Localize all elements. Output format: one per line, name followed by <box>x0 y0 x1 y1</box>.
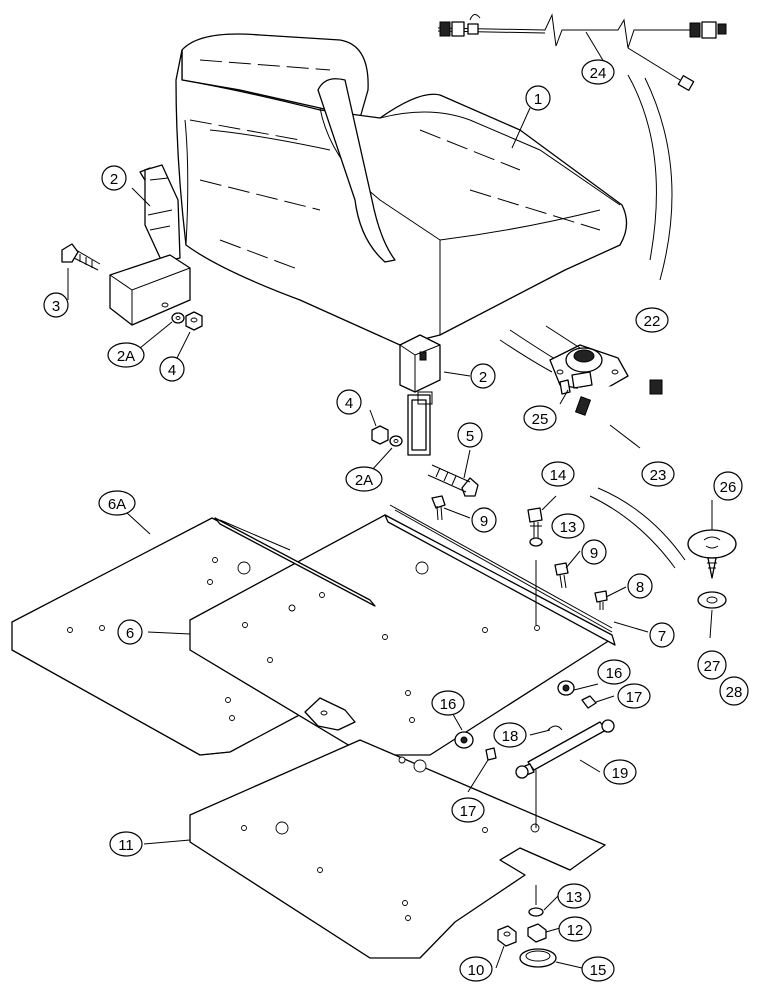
callout-26: 26 <box>713 471 743 501</box>
callout-6: 6 <box>117 619 143 645</box>
svg-text:22: 22 <box>644 313 661 330</box>
callout-13-lower: 13 <box>557 883 591 909</box>
svg-text:2: 2 <box>110 171 118 188</box>
callout-2-left: 2 <box>101 165 127 191</box>
svg-text:5: 5 <box>466 428 474 445</box>
callout-4-right: 4 <box>336 389 362 415</box>
svg-text:2: 2 <box>479 369 487 386</box>
callout-7: 7 <box>649 622 675 648</box>
svg-text:4: 4 <box>345 395 353 412</box>
svg-text:1: 1 <box>534 91 542 108</box>
seat-switch <box>549 344 663 456</box>
svg-text:27: 27 <box>704 658 721 675</box>
seat-cushion <box>175 33 628 346</box>
motion-line <box>644 77 673 281</box>
callout-11: 11 <box>109 831 143 857</box>
svg-text:13: 13 <box>560 519 577 536</box>
svg-text:26: 26 <box>720 479 737 496</box>
callout-8: 8 <box>627 573 653 599</box>
svg-text:17: 17 <box>460 803 477 820</box>
callout-13-upper: 13 <box>551 513 585 539</box>
leader-lines <box>67 187 713 969</box>
motion-line <box>627 74 657 261</box>
svg-text:2A: 2A <box>117 348 135 365</box>
seat-plate-11 <box>189 739 606 959</box>
svg-text:24: 24 <box>590 65 607 82</box>
callout-9-upper: 9 <box>471 507 497 533</box>
callout-2A-right: 2A <box>345 466 383 492</box>
svg-text:28: 28 <box>726 684 743 701</box>
svg-text:9: 9 <box>480 513 488 530</box>
svg-text:12: 12 <box>567 922 584 939</box>
svg-text:6: 6 <box>126 625 134 642</box>
hardware <box>389 487 737 968</box>
callout-19: 19 <box>603 759 637 785</box>
callout-9-lower: 9 <box>581 539 607 565</box>
svg-text:10: 10 <box>468 962 485 979</box>
svg-text:15: 15 <box>590 962 607 979</box>
svg-text:14: 14 <box>550 467 567 484</box>
callout-18: 18 <box>493 722 527 748</box>
callout-1: 1 <box>525 85 551 111</box>
callout-2-right: 2 <box>470 363 496 389</box>
callout-17-lower: 17 <box>451 797 485 823</box>
svg-text:11: 11 <box>118 837 134 854</box>
callout-16-lower: 16 <box>431 690 465 716</box>
svg-text:13: 13 <box>566 889 583 906</box>
seat-plate-6 <box>189 514 616 756</box>
callout-16-upper: 16 <box>597 659 631 685</box>
svg-text:9: 9 <box>590 545 598 562</box>
svg-text:23: 23 <box>650 467 667 484</box>
callout-14: 14 <box>541 461 575 487</box>
callout-25: 25 <box>523 405 557 431</box>
callout-6A: 6A <box>98 490 136 516</box>
svg-text:18: 18 <box>502 728 519 745</box>
callout-24: 24 <box>581 59 615 85</box>
seat-belt-buckle <box>371 334 479 497</box>
svg-text:6A: 6A <box>108 496 126 513</box>
svg-text:2A: 2A <box>355 472 373 489</box>
callout-22: 22 <box>635 307 669 333</box>
svg-text:4: 4 <box>168 362 176 379</box>
wire-harness <box>437 13 727 91</box>
motion-line <box>499 339 553 373</box>
svg-text:3: 3 <box>52 298 60 315</box>
callout-17-upper: 17 <box>617 683 651 709</box>
callout-12: 12 <box>558 916 592 942</box>
svg-text:16: 16 <box>606 665 623 682</box>
motion-line <box>509 329 561 363</box>
svg-text:16: 16 <box>440 696 457 713</box>
callout-28: 28 <box>719 676 749 706</box>
svg-text:19: 19 <box>612 765 629 782</box>
callout-5: 5 <box>457 422 483 448</box>
callout-27: 27 <box>697 650 727 680</box>
svg-text:8: 8 <box>636 579 644 596</box>
seat-belt-tongue <box>61 164 203 331</box>
callout-23: 23 <box>641 461 675 487</box>
callout-15: 15 <box>581 956 615 982</box>
svg-text:7: 7 <box>658 628 666 645</box>
callout-2A-left: 2A <box>107 342 145 368</box>
callout-4-left: 4 <box>159 356 185 382</box>
svg-text:17: 17 <box>626 689 643 706</box>
callout-3: 3 <box>43 292 69 318</box>
svg-text:25: 25 <box>532 411 549 428</box>
callout-10: 10 <box>459 956 493 982</box>
